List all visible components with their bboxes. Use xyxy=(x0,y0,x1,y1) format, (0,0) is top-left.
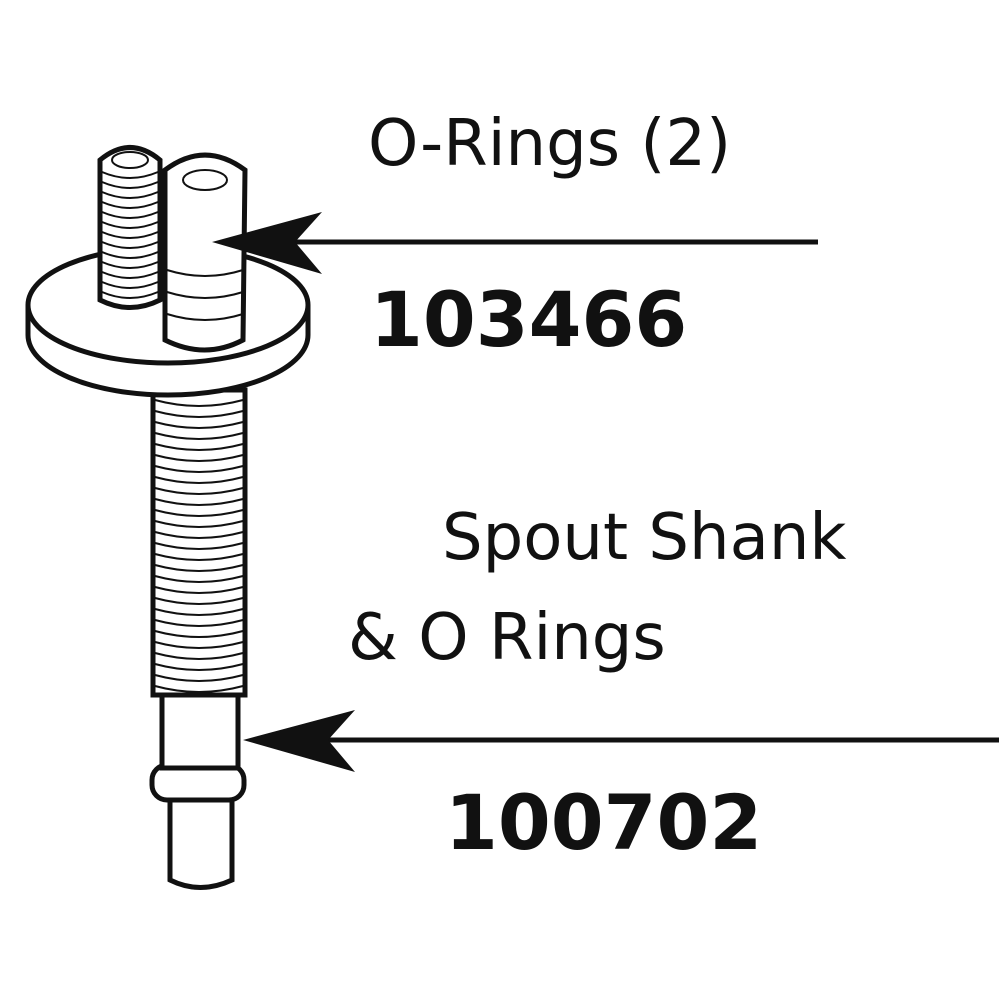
arrow-spout-shank xyxy=(243,710,999,772)
shank-neck xyxy=(159,687,241,771)
shaft-thread-line xyxy=(154,476,244,484)
spout-shank-part-number: 100702 xyxy=(445,778,763,867)
tube-thread-line xyxy=(101,221,159,229)
tube-thread-line xyxy=(101,201,159,209)
spout-shank-label-line1: Spout Shank xyxy=(442,501,847,575)
tube-thread-line xyxy=(101,291,159,299)
shaft-thread-line xyxy=(154,553,244,561)
shaft-thread-line xyxy=(154,399,244,407)
tube-thread-line xyxy=(101,231,159,239)
o-ring-line xyxy=(166,313,244,321)
right-tube-with-o-rings xyxy=(162,152,248,353)
o-rings-part-number: 103466 xyxy=(370,275,688,364)
shaft-thread-line xyxy=(154,641,244,649)
shaft-thread-line xyxy=(154,443,244,451)
shaft-thread-line xyxy=(154,432,244,440)
shaft-thread-line xyxy=(154,410,244,418)
tube-thread-line xyxy=(101,241,159,249)
shaft-thread-line xyxy=(154,685,244,693)
o-ring-line xyxy=(166,269,244,277)
shaft-thread-line xyxy=(154,630,244,638)
shaft-thread-line xyxy=(154,454,244,462)
shaft-thread-line xyxy=(154,619,244,627)
shaft-thread-line xyxy=(154,509,244,517)
shaft-thread-line xyxy=(154,531,244,539)
tube-thread-line xyxy=(101,171,159,179)
tube-thread-line xyxy=(101,191,159,199)
spout-shank-label-line2: & O Rings xyxy=(348,601,666,675)
shaft-thread-line xyxy=(154,542,244,550)
tube-thread-line xyxy=(101,211,159,219)
shaft-thread-line xyxy=(154,663,244,671)
tube-thread-line xyxy=(101,271,159,279)
shaft-thread-line xyxy=(154,652,244,660)
shaft-thread-line xyxy=(154,564,244,572)
tube-thread-line xyxy=(101,261,159,269)
shaft-thread-line xyxy=(154,465,244,473)
shank-tip xyxy=(167,797,235,890)
tube-thread-line xyxy=(101,281,159,289)
shaft-thread-line xyxy=(154,597,244,605)
o-rings-label: O-Rings (2) xyxy=(368,107,732,181)
shaft-thread-line xyxy=(154,674,244,682)
shaft-thread-line xyxy=(154,608,244,616)
shaft-thread-line xyxy=(154,586,244,594)
shaft-thread-line xyxy=(154,421,244,429)
shaft-thread-line xyxy=(154,520,244,528)
shaft-thread-line xyxy=(154,575,244,583)
arrow-o-rings xyxy=(212,212,818,274)
o-ring-line xyxy=(166,291,244,299)
tube-thread-line xyxy=(101,181,159,189)
tube-thread-line xyxy=(101,251,159,259)
shaft-thread-line xyxy=(154,487,244,495)
shaft-thread-line xyxy=(154,498,244,506)
